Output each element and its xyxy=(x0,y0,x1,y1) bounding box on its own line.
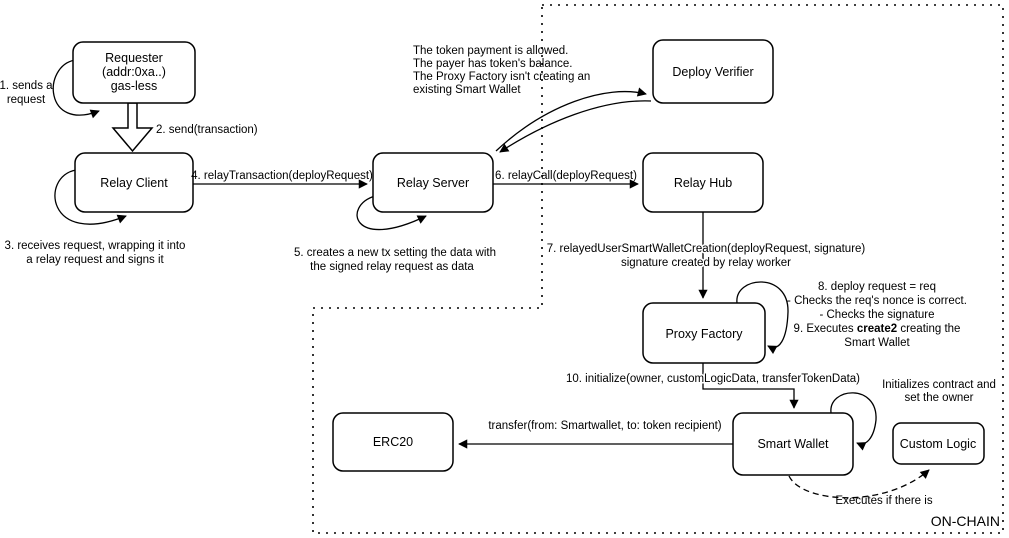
relay-hub-box xyxy=(642,152,764,213)
deploy-verifier-label: Deploy Verifier xyxy=(672,65,753,79)
proxy-factory-label: Proxy Factory xyxy=(665,327,743,341)
custom-logic-box xyxy=(892,422,985,465)
step1-label-line1: 1. sends a xyxy=(0,80,53,92)
requester-self-loop-arrow xyxy=(52,59,100,119)
relay-client-box xyxy=(74,152,194,213)
step9-label-line2: Smart Wallet xyxy=(844,337,910,349)
requester-box xyxy=(72,41,196,104)
step3-label-line1: 3. receives request, wrapping it into xyxy=(5,240,186,252)
step10-label: 10. initialize(owner, customLogicData, t… xyxy=(566,373,860,385)
step7-label-line1: 7. relayedUserSmartWalletCreation(deploy… xyxy=(547,243,866,255)
verifier-note-line1: The token payment is allowed. xyxy=(413,45,568,57)
step2-label: 2. send(transaction) xyxy=(156,124,258,136)
transfer-label: transfer(from: Smartwallet, to: token re… xyxy=(488,420,721,432)
node-erc20: ERC20 xyxy=(332,412,454,472)
relay-hub-label: Relay Hub xyxy=(674,176,732,190)
smart-wallet-label: Smart Wallet xyxy=(757,437,829,451)
step9-prefix: 9. Executes xyxy=(794,323,857,335)
step7-label-line2: signature created by relay worker xyxy=(621,257,791,269)
custom-logic-label: Custom Logic xyxy=(900,437,976,451)
step5-label-line1: 5. creates a new tx setting the data wit… xyxy=(294,247,496,259)
smart-wallet-box xyxy=(732,412,854,476)
erc20-box xyxy=(332,412,454,472)
server-to-verifier-arrow xyxy=(495,87,647,152)
node-smart-wallet: Smart Wallet xyxy=(732,412,854,476)
node-relay-client: Relay Client xyxy=(74,152,194,213)
step6-label: 6. relayCall(deployRequest) xyxy=(495,170,637,182)
send-transaction-block-arrow xyxy=(111,102,154,153)
initialize-arrow xyxy=(702,363,799,409)
node-deploy-verifier: Deploy Verifier xyxy=(652,39,774,104)
verifier-note-line2: The payer has token's balance. xyxy=(413,58,572,70)
step9-bold-create2: create2 xyxy=(857,323,897,335)
proxy-factory-self-loop-arrow xyxy=(736,281,789,354)
step9-suffix: creating the xyxy=(897,323,960,335)
executes-note-label: Executes if there is xyxy=(835,495,932,507)
relay-client-self-loop-arrow xyxy=(54,169,127,225)
executes-custom-logic-arrow xyxy=(788,469,930,499)
step3-label-line2: a relay request and signs it xyxy=(26,254,164,266)
requester-label-line1: Requester xyxy=(105,51,163,65)
node-proxy-factory: Proxy Factory xyxy=(642,302,766,364)
node-requester: Requester (addr:0xa..) gas-less xyxy=(72,41,196,104)
step5-label-line2: the signed relay request as data xyxy=(310,261,474,273)
requester-label-line3: gas-less xyxy=(111,79,158,93)
relay-server-box xyxy=(372,152,494,213)
deploy-verifier-box xyxy=(652,39,774,104)
erc20-label: ERC20 xyxy=(373,435,413,449)
relay-server-label: Relay Server xyxy=(397,176,469,190)
node-relay-server: Relay Server xyxy=(372,152,494,213)
smart-wallet-self-loop-arrow xyxy=(830,392,877,451)
requester-label-line2: (addr:0xa..) xyxy=(102,65,166,79)
node-custom-logic: Custom Logic xyxy=(892,422,985,465)
verifier-to-server-arrow xyxy=(499,100,652,153)
init-note-line2: set the owner xyxy=(904,392,973,404)
init-note-line1: Initializes contract and xyxy=(882,379,996,391)
step8-label-line1: 8. deploy request = req xyxy=(818,281,936,293)
step4-label: 4. relayTransaction(deployRequest) xyxy=(191,170,373,182)
node-relay-hub: Relay Hub xyxy=(642,152,764,213)
verifier-note-line3: The Proxy Factory isn't creating an xyxy=(413,71,590,83)
on-chain-label: ON-CHAIN xyxy=(931,513,1000,529)
step8-label-line2: - Checks the req's nonce is correct. xyxy=(787,295,967,307)
proxy-factory-box xyxy=(642,302,766,364)
step9-label-line1: 9. Executes create2 creating the xyxy=(794,323,961,335)
step8-label-line3: - Checks the signature xyxy=(819,309,934,321)
relay-server-self-loop-arrow xyxy=(356,195,427,231)
step1-label-line2: request xyxy=(7,94,46,106)
verifier-note-line4: existing Smart Wallet xyxy=(413,84,521,96)
relay-client-label: Relay Client xyxy=(100,176,168,190)
